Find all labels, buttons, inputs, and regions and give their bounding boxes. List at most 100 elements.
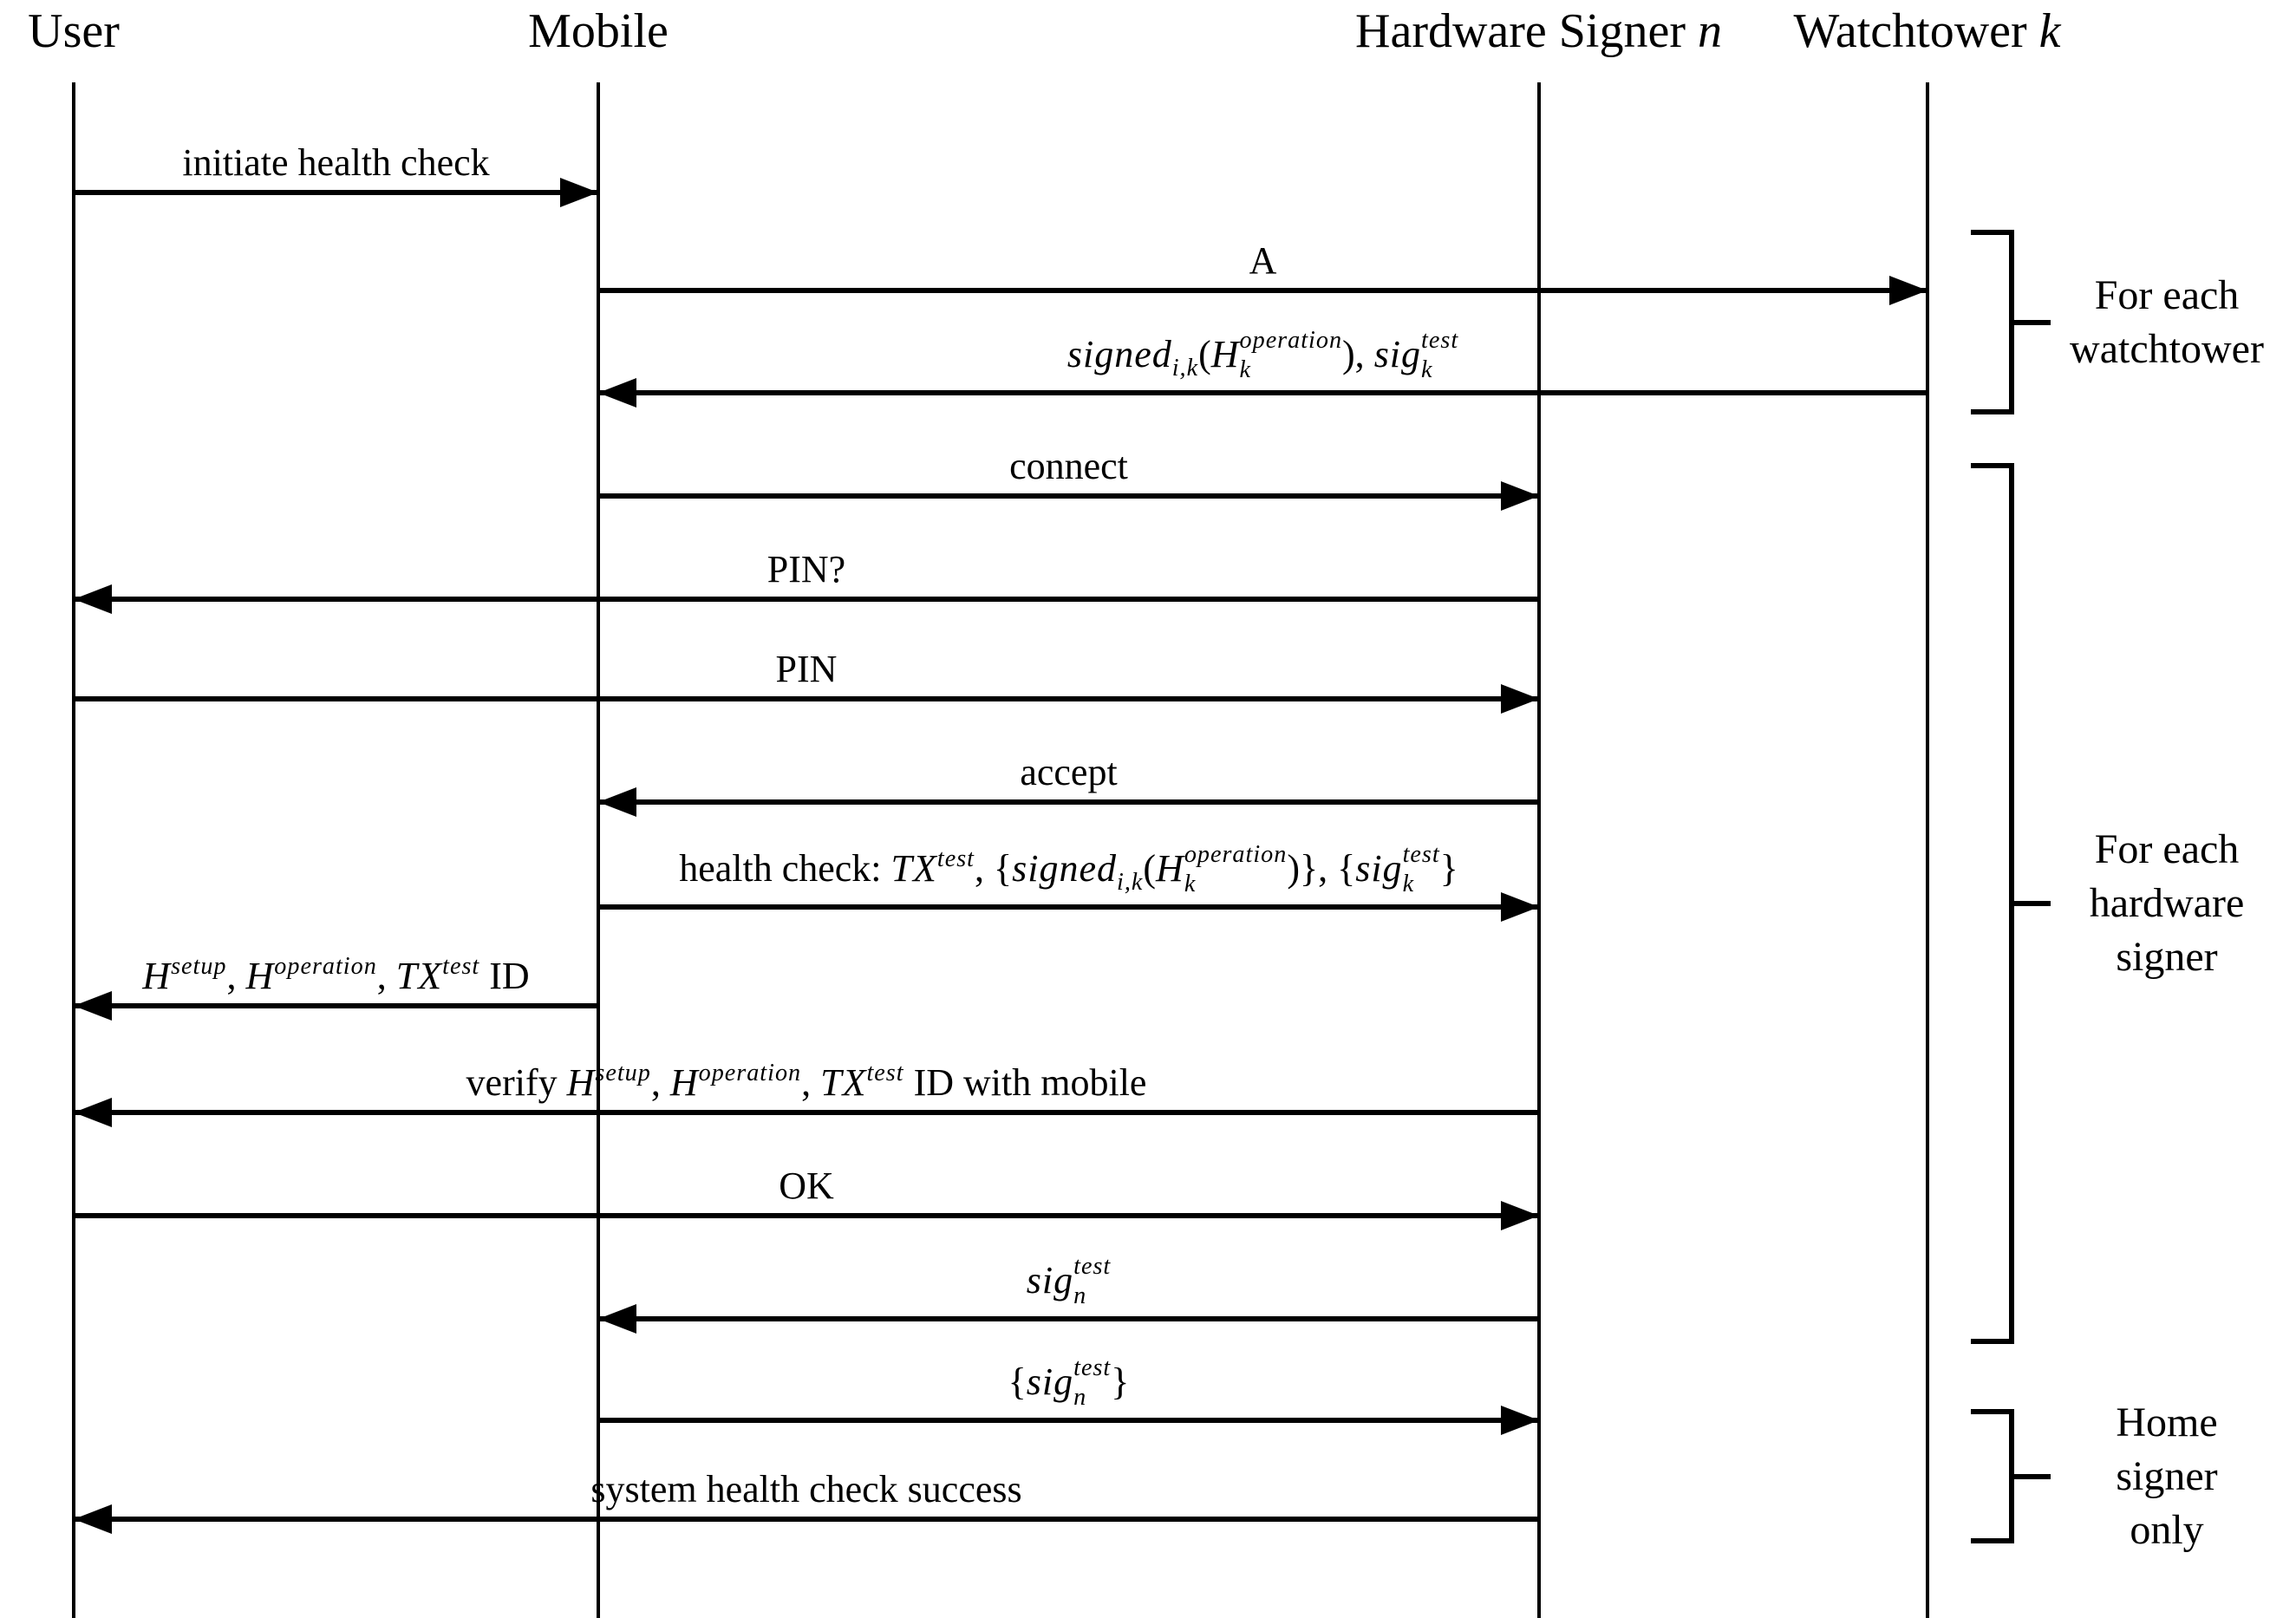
text-segment: , { xyxy=(975,846,1013,890)
arrowhead-icon xyxy=(74,1098,112,1127)
message-line xyxy=(74,1110,1539,1115)
bracket-bottom-tick xyxy=(1971,1339,2014,1344)
bracket-label: For each hardware signer xyxy=(2051,823,2282,984)
text-segment: , xyxy=(376,955,396,997)
arrowhead-icon xyxy=(1501,1201,1539,1230)
text-segment: )}, { xyxy=(1287,846,1356,890)
text-segment: TX xyxy=(820,1061,867,1104)
text-segment: } xyxy=(1111,1360,1130,1403)
message-line xyxy=(74,190,598,195)
text-segment: sig xyxy=(1355,846,1403,890)
text-segment: , xyxy=(226,955,246,997)
text-segment: i,k xyxy=(1171,354,1199,382)
text-segment: ( xyxy=(1198,332,1211,375)
bracket-mid-tick xyxy=(2009,1473,2051,1479)
text-segment: PIN xyxy=(775,648,838,690)
text-segment: H xyxy=(142,955,172,997)
math-sub: k xyxy=(1402,870,1415,897)
text-segment: H xyxy=(566,1061,596,1104)
text-segment: connect xyxy=(1009,445,1128,487)
text-segment: setup xyxy=(595,1060,651,1086)
text-segment: setup xyxy=(171,953,227,980)
text-segment: health check: xyxy=(679,846,891,890)
text-segment: i,k xyxy=(1117,868,1144,896)
text-segment: n xyxy=(1697,4,1723,58)
lifeline-mobile xyxy=(597,82,600,1618)
text-segment: { xyxy=(1008,1360,1027,1403)
bracket-label-line: signer xyxy=(2116,934,2218,980)
bracket-label-line: hardware xyxy=(2089,880,2245,926)
message-line xyxy=(598,799,1539,805)
arrowhead-icon xyxy=(560,178,598,207)
math-sub: k xyxy=(1239,356,1252,383)
message-label: system health check success xyxy=(590,1471,1021,1509)
message-line xyxy=(74,696,1539,701)
math-sup: test xyxy=(1073,1354,1112,1381)
lifeline-watchtower-k xyxy=(1926,82,1929,1618)
text-segment: verify xyxy=(466,1061,567,1104)
message-line xyxy=(598,1316,1539,1321)
bracket-label-line: For each xyxy=(2094,826,2240,872)
text-segment: sig xyxy=(1026,1258,1074,1302)
text-segment: operation xyxy=(698,1060,802,1086)
message-line xyxy=(74,1517,1539,1522)
lifeline-user xyxy=(72,82,75,1618)
message-line xyxy=(598,1418,1539,1423)
text-segment: , xyxy=(801,1061,821,1104)
message-label: accept xyxy=(1020,754,1117,792)
math-sup: operation xyxy=(1184,840,1288,868)
message-line xyxy=(598,493,1539,499)
actor-label-mobile: Mobile xyxy=(528,4,669,59)
bracket-top-tick xyxy=(1971,230,2014,235)
arrowhead-icon xyxy=(1889,276,1927,305)
actor-label-hardware-signer-n: Hardware Signer n xyxy=(1355,4,1723,59)
message-label: Hsetup, Hoperation, TXtest ID xyxy=(142,953,530,997)
arrowhead-icon xyxy=(1501,892,1539,922)
text-segment: test xyxy=(936,845,975,872)
arrowhead-icon xyxy=(74,584,112,614)
bracket-top-tick xyxy=(1971,463,2014,468)
math-sub: k xyxy=(1184,870,1197,897)
text-segment: signed xyxy=(1066,332,1172,375)
text-segment: H xyxy=(669,1061,699,1104)
text-segment: test xyxy=(866,1060,904,1086)
arrowhead-icon xyxy=(1501,481,1539,511)
text-segment: ), xyxy=(1342,332,1374,375)
bracket-label-line: Home xyxy=(2116,1399,2218,1445)
message-line xyxy=(74,1213,1539,1218)
math-sup: test xyxy=(1421,326,1459,354)
text-segment: sig xyxy=(1026,1360,1074,1403)
text-segment: ID xyxy=(479,955,530,997)
arrowhead-icon xyxy=(598,378,636,408)
text-segment: TX xyxy=(890,846,937,890)
math-sub: k xyxy=(1421,356,1433,383)
message-line xyxy=(598,390,1927,395)
text-segment: PIN? xyxy=(766,548,846,590)
arrowhead-icon xyxy=(1501,1406,1539,1435)
math-sup: test xyxy=(1073,1252,1112,1280)
text-segment: signed xyxy=(1012,846,1118,890)
text-segment: k xyxy=(2038,4,2062,58)
text-segment: accept xyxy=(1020,751,1118,793)
message-label: initiate health check xyxy=(182,144,489,182)
message-label: A xyxy=(1249,242,1277,280)
bracket-label-line: signer xyxy=(2116,1452,2218,1499)
text-segment: operation xyxy=(274,953,377,980)
message-line xyxy=(74,597,1539,602)
bracket-label-line: watchtower xyxy=(2070,325,2264,372)
arrowhead-icon xyxy=(74,991,112,1021)
math-sub: n xyxy=(1073,1383,1087,1411)
message-label: connect xyxy=(1009,447,1128,486)
text-segment: H xyxy=(1156,846,1184,890)
text-segment: User xyxy=(28,4,120,58)
text-segment: test xyxy=(442,953,480,980)
arrowhead-icon xyxy=(1501,684,1539,714)
